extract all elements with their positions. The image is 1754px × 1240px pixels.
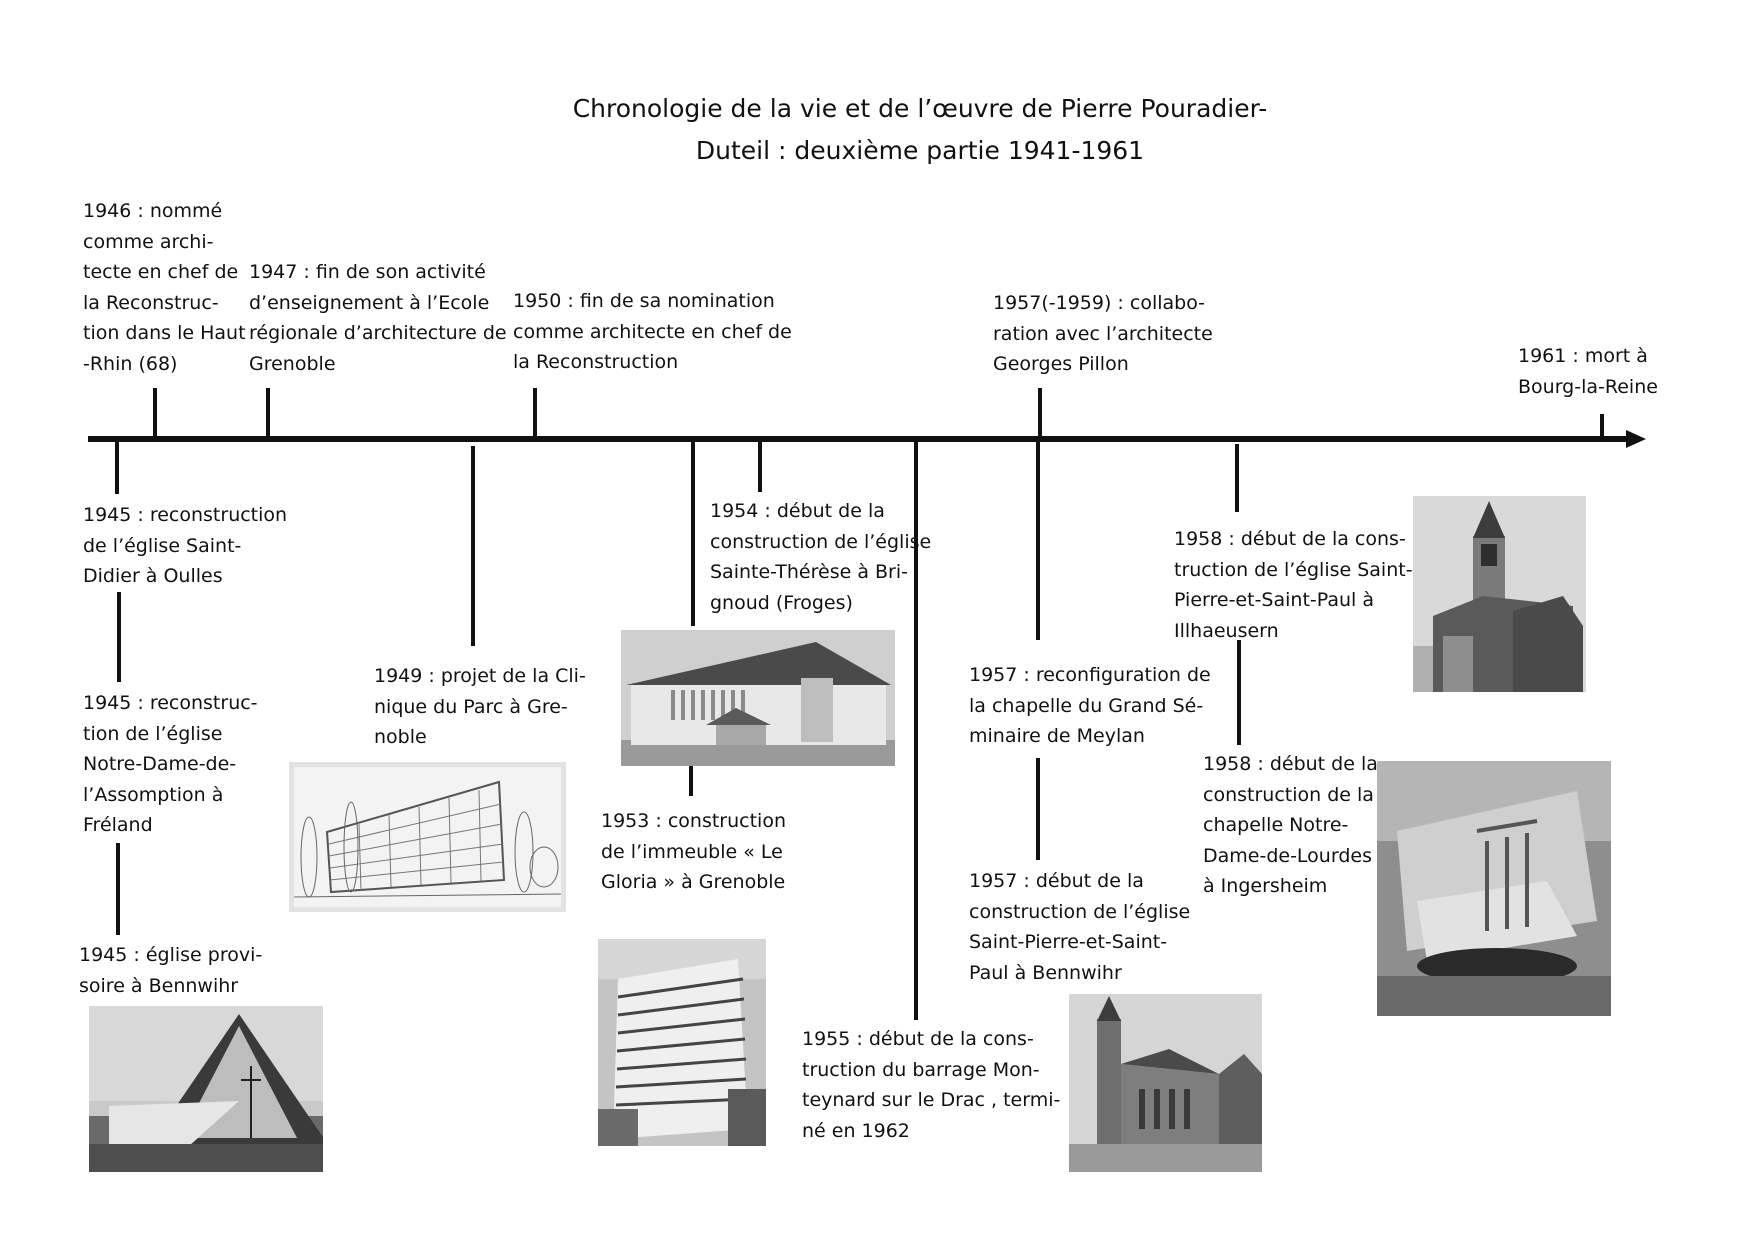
- photo-immeuble-le-gloria: [598, 939, 766, 1146]
- photo-chapelle-ingersheim: [1377, 761, 1611, 1016]
- tick-1957-1959: [1038, 388, 1042, 438]
- photo-clinique-du-parc: [289, 762, 566, 912]
- title-line-2: Duteil : deuxième partie 1941-1961: [695, 136, 1145, 165]
- tick-1947: [266, 388, 270, 438]
- event-1957a: 1957 : reconfiguration de la chapelle du…: [969, 664, 1211, 747]
- photo-eglise-bennwihr: [1069, 994, 1262, 1172]
- tick-1950: [533, 388, 537, 438]
- tick-1955: [914, 440, 918, 1020]
- event-1954: 1954 : début de la construction de l’égl…: [710, 500, 932, 614]
- event-1958a: 1958 : début de la cons- truction de l’é…: [1174, 528, 1413, 642]
- tick-1953-lower: [689, 762, 693, 796]
- tick-1949: [471, 446, 475, 646]
- event-1945b: 1945 : reconstruc- tion de l’église Notr…: [83, 692, 258, 836]
- tick-1945c: [116, 843, 120, 935]
- timeline-title: Chronologie de la vie et de l’œuvre de P…: [520, 88, 1320, 172]
- event-1958b: 1958 : début de la construction de la ch…: [1203, 753, 1378, 897]
- event-1945a: 1945 : reconstruction de l’église Saint-…: [83, 504, 288, 587]
- event-1946: 1946 : nommé comme archi- tecte en chef …: [83, 200, 246, 375]
- event-1957-1959: 1957(-1959) : collabo- ration avec l’arc…: [993, 292, 1213, 375]
- photo-eglise-illhaeusern: [1413, 496, 1586, 692]
- event-1950: 1950 : fin de sa nomination comme archit…: [513, 290, 792, 373]
- event-1945c: 1945 : église provi- soire à Bennwihr: [79, 944, 263, 997]
- tick-1958a: [1235, 444, 1239, 512]
- photo-sainte-therese-brignoud: [621, 630, 895, 766]
- tick-1958b: [1237, 640, 1241, 745]
- tick-1953-upper: [691, 440, 695, 626]
- event-1961: 1961 : mort à Bourg-la-Reine: [1518, 345, 1658, 398]
- tick-1957b: [1036, 758, 1040, 860]
- event-1947: 1947 : fin de son activité d’enseignemen…: [249, 261, 507, 375]
- tick-1961: [1600, 414, 1604, 438]
- tick-1945b: [117, 592, 121, 682]
- tick-1954: [758, 440, 762, 492]
- photo-eglise-provisoire-bennwihr: [89, 1006, 323, 1172]
- event-1955: 1955 : début de la cons- truction du bar…: [802, 1028, 1061, 1142]
- event-1949: 1949 : projet de la Cli- nique du Parc à…: [374, 665, 586, 748]
- event-1957b: 1957 : début de la construction de l’égl…: [969, 870, 1191, 984]
- timeline-arrow-icon: [1626, 430, 1646, 448]
- title-line-1: Chronologie de la vie et de l’œuvre de P…: [572, 94, 1268, 123]
- tick-1957a: [1036, 440, 1040, 640]
- timeline-axis: [88, 436, 1636, 442]
- tick-1946: [153, 388, 157, 438]
- tick-1945a: [115, 440, 119, 494]
- event-1953: 1953 : construction de l’immeuble « Le G…: [601, 810, 786, 893]
